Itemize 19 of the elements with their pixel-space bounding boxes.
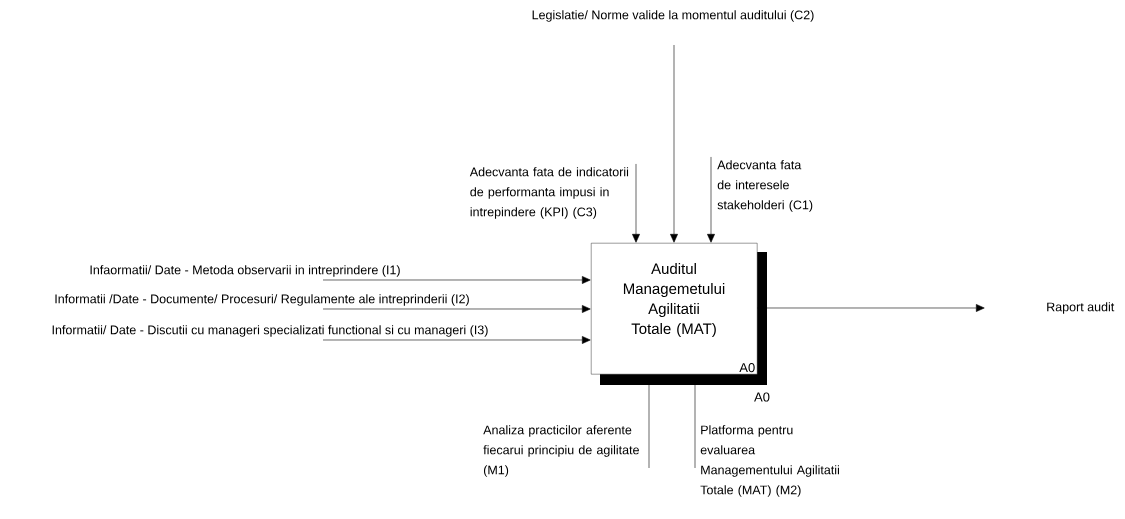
arrow-label: Platforma pentru evaluarea Managementului Agilitatii Totale (MAT) (M2) bbox=[700, 425, 839, 497]
arrow bbox=[322, 336, 591, 344]
arrow-label: Infaormatii/ Date - Metoda observarii in intreprindere (I1) bbox=[90, 265, 400, 277]
arrow bbox=[322, 276, 591, 284]
function-box bbox=[591, 243, 767, 385]
arrow-label: Informatii /Date - Documente/ Procesuri/ Regulamente ale intreprinderii (I2) bbox=[55, 294, 469, 306]
arrow-label: Raport audit bbox=[1047, 302, 1115, 314]
arrow-label: Informatii/ Date - Discutii cu manageri specializati functional si cu manageri (I3) bbox=[52, 325, 488, 337]
arrow bbox=[757, 304, 985, 312]
arrow bbox=[670, 44, 678, 243]
arrow-label: Analiza practicilor aferente fiecarui principiu de agilitate (M1) bbox=[483, 425, 639, 477]
node-number: A0 bbox=[739, 363, 755, 373]
arrow bbox=[322, 305, 591, 313]
arrow-label: Adecvanta fata de interesele stakeholderi (C1) bbox=[717, 160, 813, 212]
arrow-label: Adecvanta fata de indicatorii de performanta impusi in intrepindere (KPI) (C3) bbox=[469, 167, 629, 219]
arrow bbox=[707, 156, 715, 243]
arrow-label: Legislatie/ Norme valide la momentul auditului (C2) bbox=[532, 10, 814, 22]
box-title: Auditul Managemetului Agilitatii Totale (MAT) bbox=[623, 263, 725, 337]
arrow bbox=[632, 163, 640, 243]
